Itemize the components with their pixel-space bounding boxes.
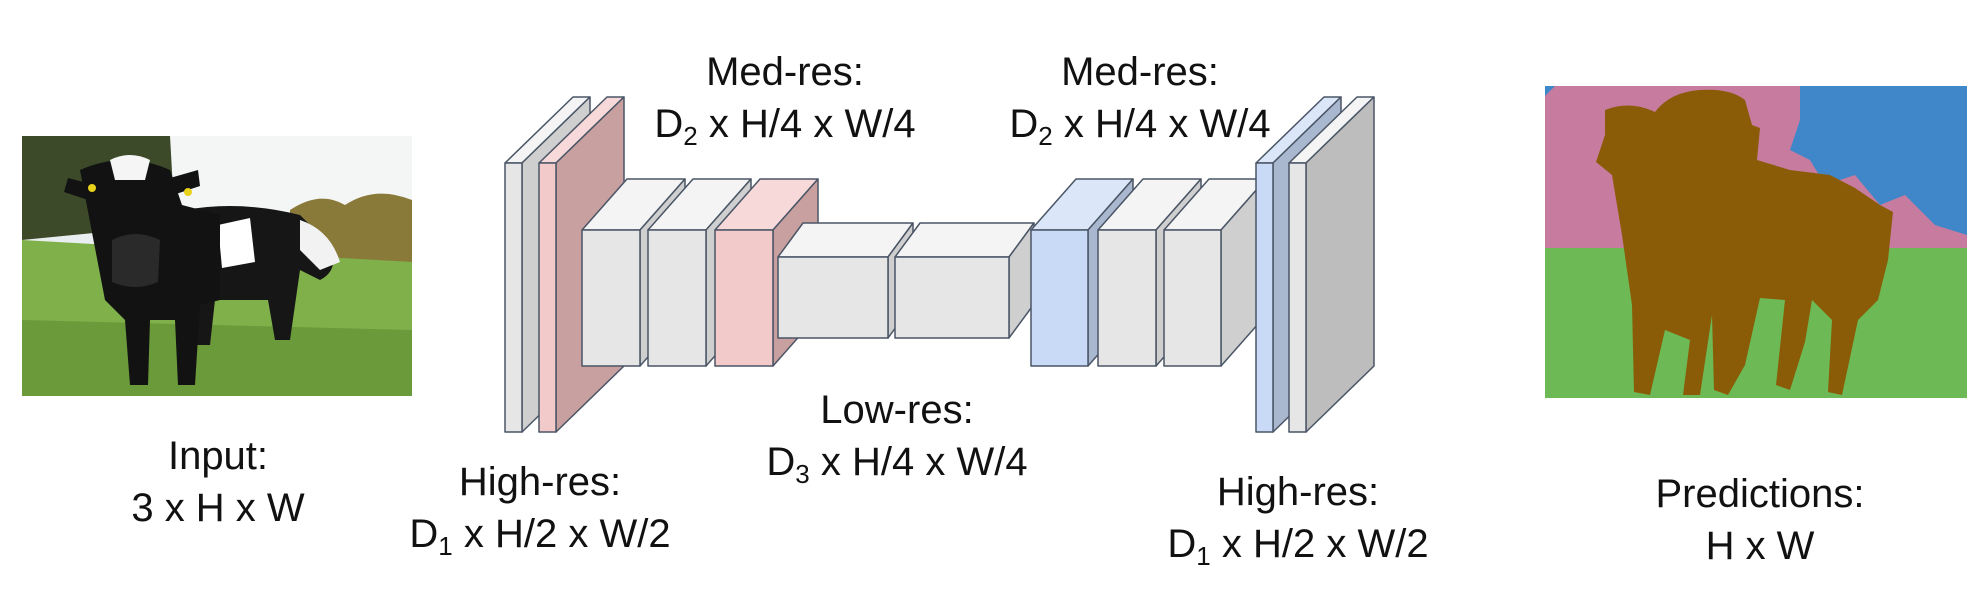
low-res-block-1 bbox=[777, 222, 914, 339]
predictions-title: Predictions: bbox=[1655, 472, 1865, 516]
predictions-label: Predictions: H x W bbox=[1600, 468, 1920, 572]
low-res-title: Low-res: bbox=[820, 388, 974, 432]
input-label: Input: 3 x H x W bbox=[98, 430, 338, 534]
segmentation-map-image bbox=[1545, 86, 1967, 398]
decoder-high-res-block-2 bbox=[1288, 96, 1375, 433]
high-res-encoder-dims: D1 x H/2 x W/2 bbox=[409, 512, 671, 561]
med-res-encoder-dims: D2 x H/4 x W/4 bbox=[654, 102, 916, 151]
med-res-decoder-dims: D2 x H/4 x W/4 bbox=[1009, 102, 1271, 151]
med-res-decoder-title: Med-res: bbox=[1061, 50, 1219, 94]
med-res-encoder-title: Med-res: bbox=[706, 50, 864, 94]
input-title: Input: bbox=[167, 434, 269, 478]
cow-photo-image bbox=[22, 136, 412, 396]
network-blocks bbox=[504, 96, 1375, 433]
med-res-decoder-label: Med-res: D2 x H/4 x W/4 bbox=[980, 46, 1300, 150]
high-res-decoder-dims: D1 x H/2 x W/2 bbox=[1167, 522, 1429, 571]
high-res-decoder-label: High-res: D1 x H/2 x W/2 bbox=[1138, 466, 1458, 570]
low-res-label: Low-res: D3 x H/4 x W/4 bbox=[737, 384, 1057, 488]
low-res-dims: D3 x H/4 x W/4 bbox=[766, 440, 1028, 489]
high-res-decoder-title: High-res: bbox=[1216, 470, 1380, 514]
low-res-block-2 bbox=[894, 222, 1035, 339]
high-res-encoder-title: High-res: bbox=[458, 460, 622, 504]
high-res-encoder-label: High-res: D1 x H/2 x W/2 bbox=[380, 456, 700, 560]
med-res-encoder-label: Med-res: D2 x H/4 x W/4 bbox=[625, 46, 945, 150]
decoder-med-res-block-3 bbox=[1163, 178, 1267, 367]
predictions-dims: H x W bbox=[1705, 524, 1815, 568]
input-dims: 3 x H x W bbox=[131, 486, 305, 530]
